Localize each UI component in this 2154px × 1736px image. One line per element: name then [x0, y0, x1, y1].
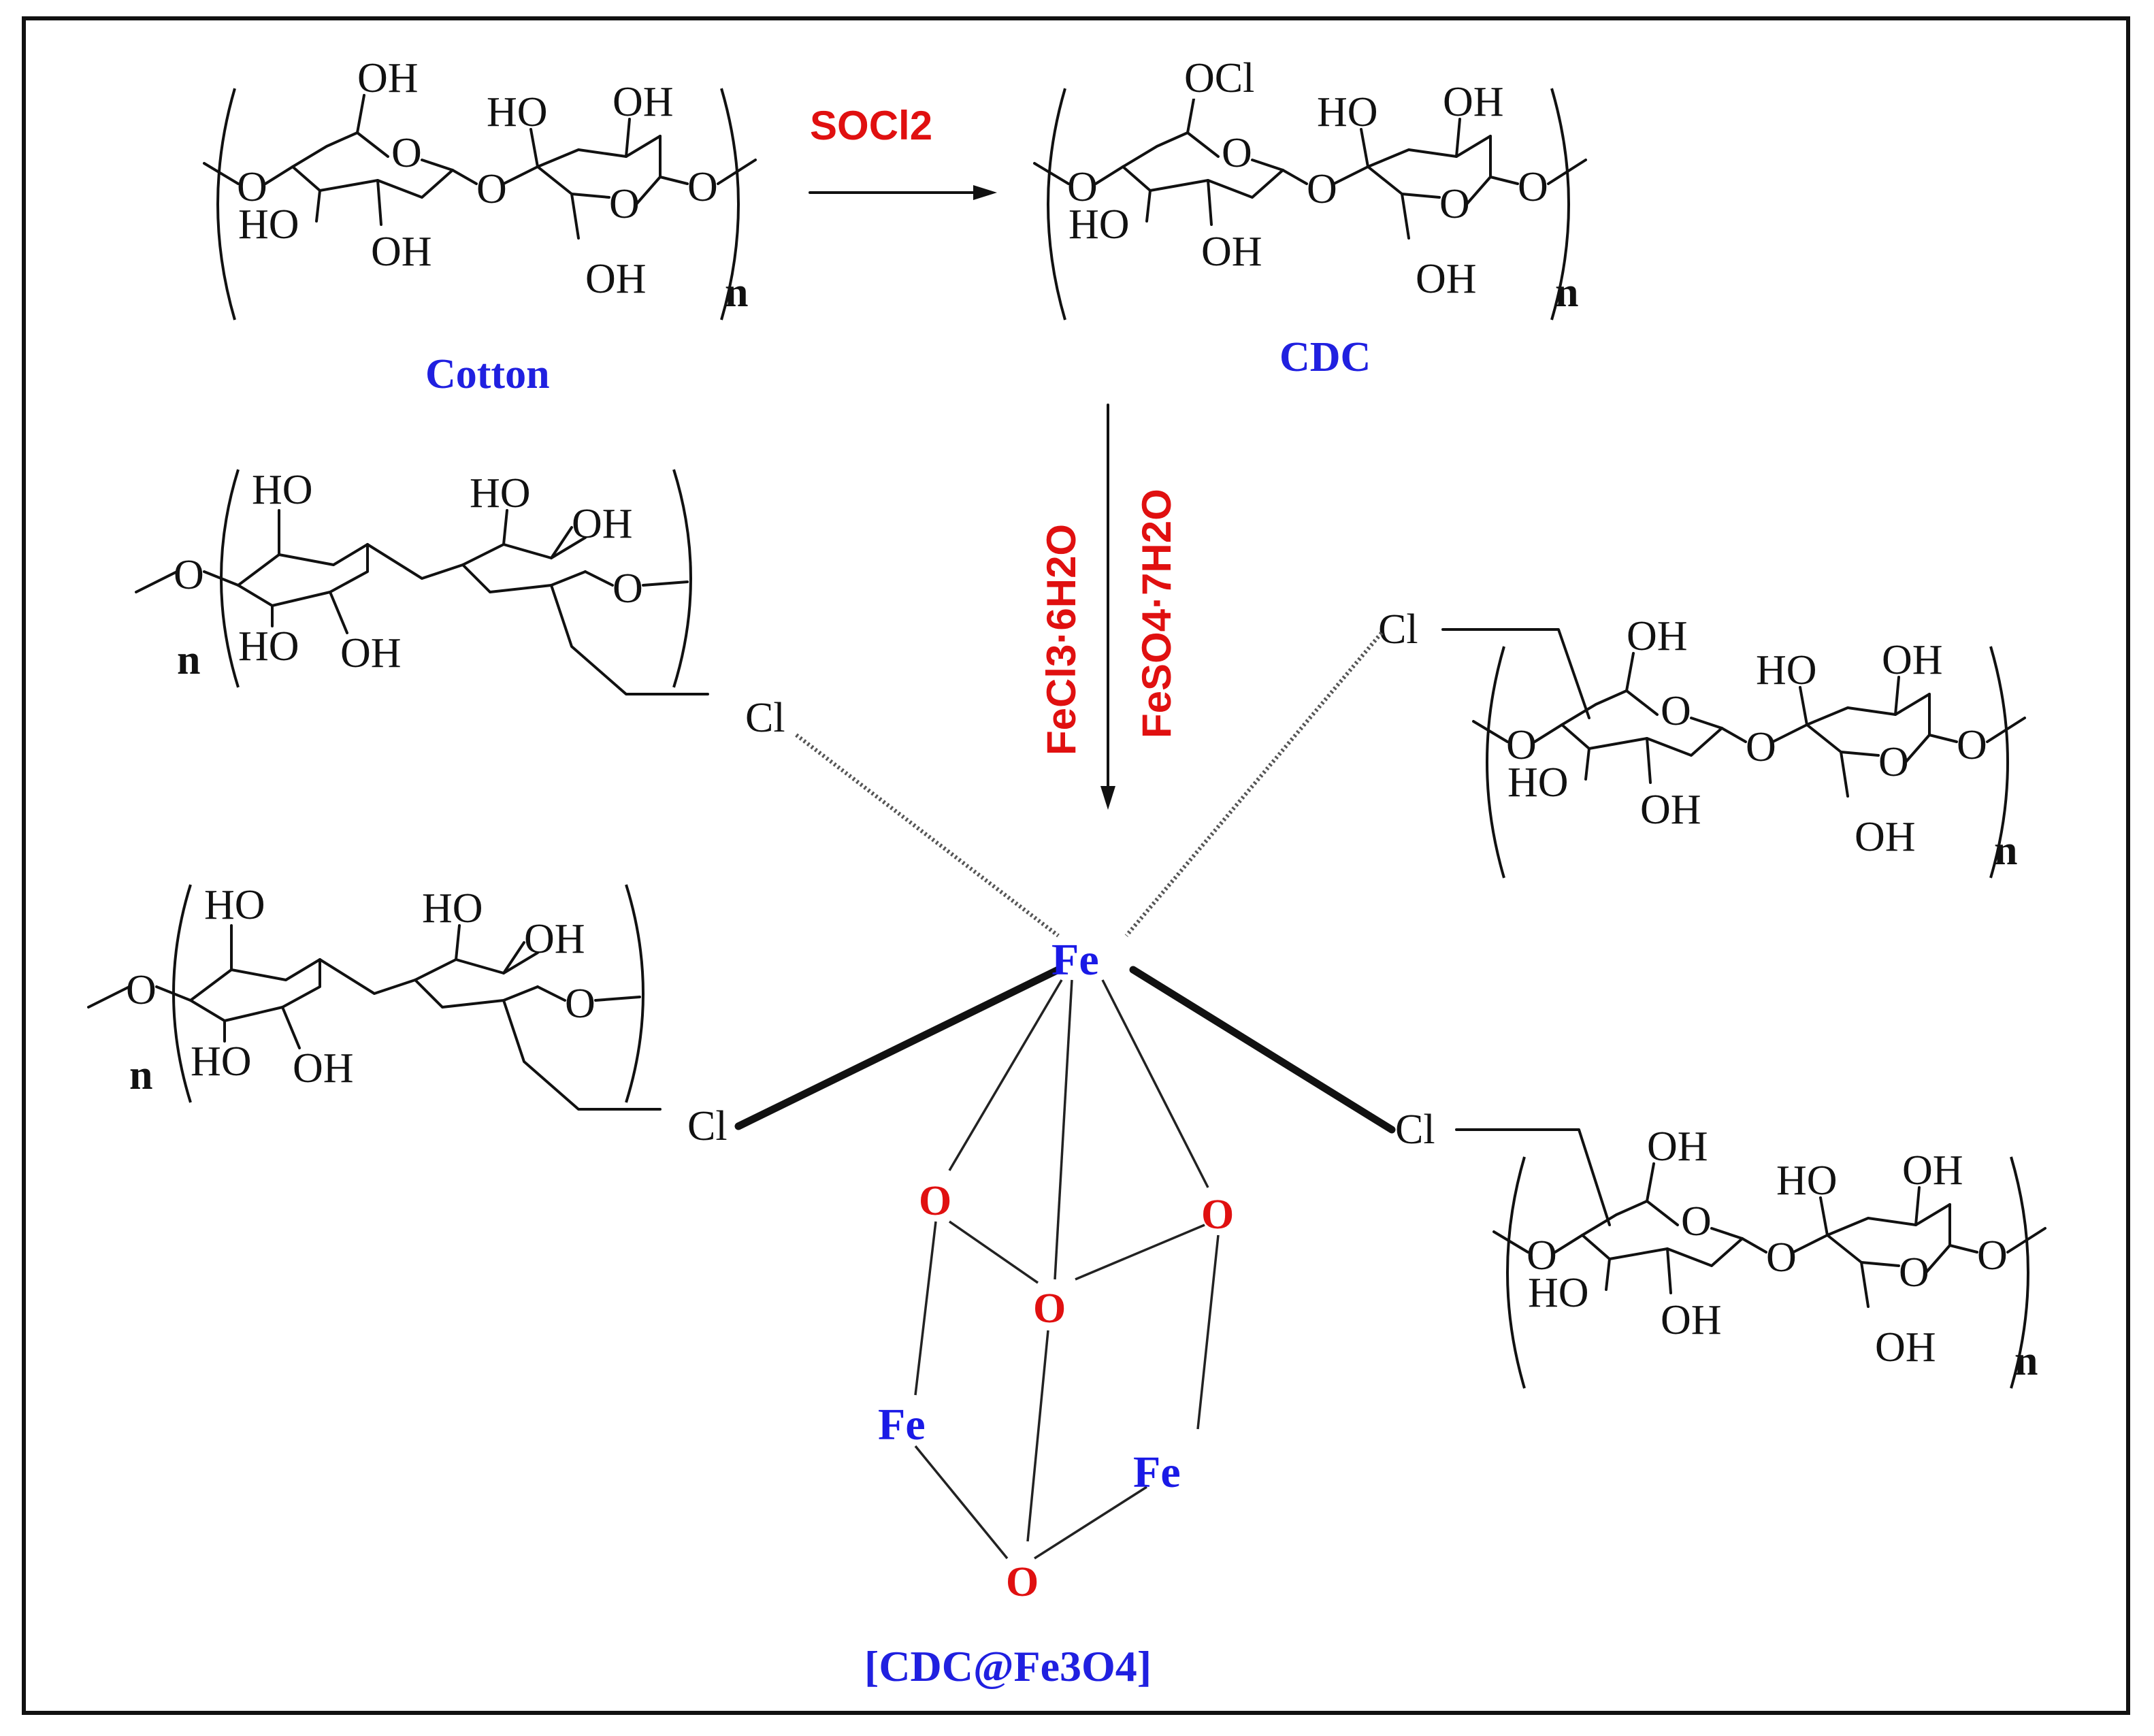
reagent-feso4: FeSO4·7H2O	[1134, 489, 1179, 738]
oxygen-3: O	[1033, 1285, 1066, 1332]
fe3o4-core	[914, 979, 1220, 1560]
fe-left: Fe	[878, 1400, 926, 1450]
reaction-arrow-1	[809, 185, 997, 200]
cdc-chain-upper-right	[1441, 612, 2026, 879]
label-product: [CDC@Fe3O4]	[864, 1642, 1152, 1690]
cl-lower-right: Cl	[1395, 1107, 1435, 1153]
cl-lower-left: Cl	[687, 1103, 728, 1149]
diagram-frame	[22, 16, 2130, 1715]
cdc-structure: OCl	[1033, 54, 1587, 321]
label-cdc: CDC	[1279, 334, 1371, 380]
oxygen-1: O	[919, 1178, 951, 1224]
reaction-arrow-2	[1100, 404, 1115, 810]
fe-coordination-bonds	[734, 632, 1396, 1134]
cdc-chain-lower-left	[87, 881, 662, 1111]
oxygen-2: O	[1201, 1192, 1234, 1238]
cl-upper-left: Cl	[745, 695, 785, 741]
reagent-fecl3: FeCl3·6H2O	[1039, 524, 1084, 755]
svg-text:OCl: OCl	[1184, 55, 1254, 101]
label-cotton: Cotton	[425, 351, 550, 397]
oxygen-4: O	[1006, 1559, 1039, 1605]
fe-center: Fe	[1051, 935, 1099, 985]
cotton-structure	[203, 54, 757, 321]
fe-right: Fe	[1133, 1447, 1181, 1497]
reagent-socl2: SOCl2	[810, 103, 932, 148]
cdc-chain-lower-right	[1455, 1122, 2046, 1390]
cl-upper-right: Cl	[1378, 606, 1418, 653]
cdc-chain-upper-left	[135, 465, 709, 695]
